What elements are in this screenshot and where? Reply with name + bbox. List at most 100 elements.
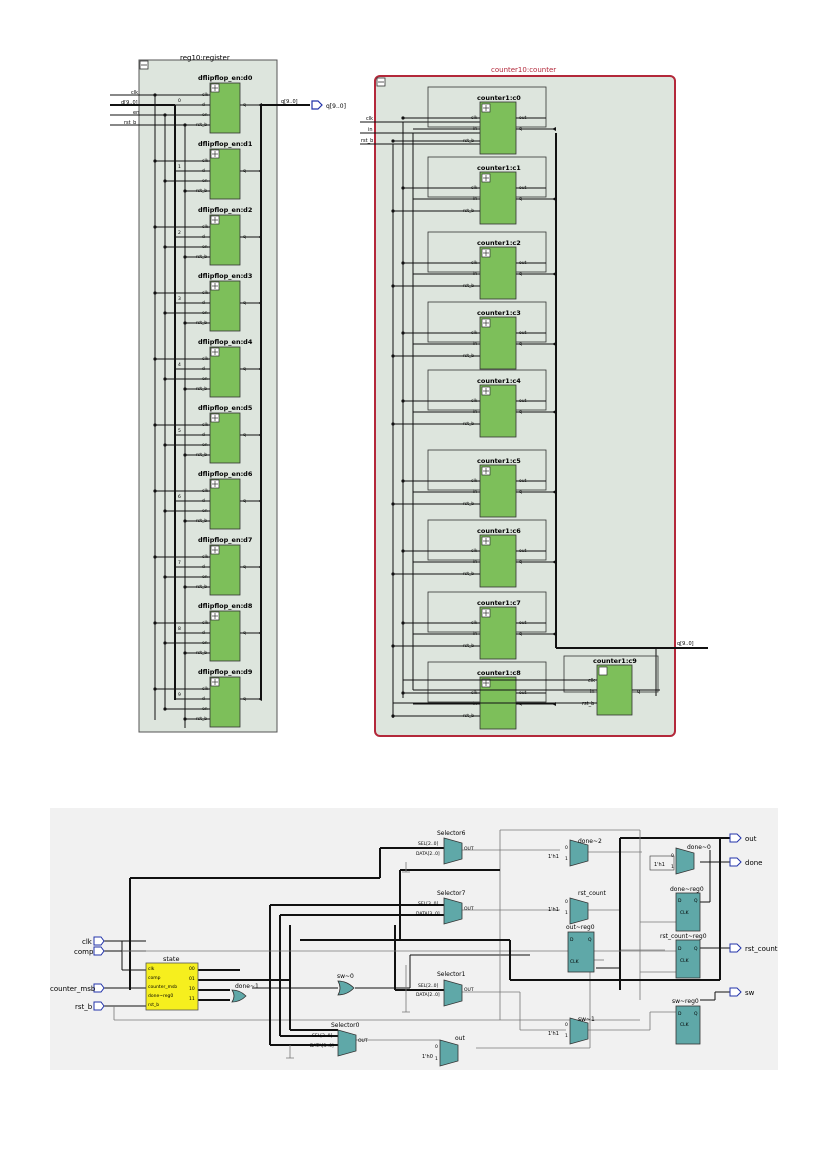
state-port: rst_b — [148, 1002, 159, 1008]
counter-cell-title: counter1:c9 — [593, 657, 637, 665]
counter-cell-c9[interactable]: counter1:c9 clk in rst_b q — [393, 655, 660, 716]
gate-title: done~1 — [235, 983, 259, 990]
fsm-input-ports: clk comp counter_msb rst_b — [50, 936, 105, 1011]
reg-output-label: q[9..0] — [326, 103, 346, 110]
register-cell-title: dflipflop_en:d7 — [198, 536, 252, 544]
reg-port-clk: clk — [131, 90, 138, 96]
reg-pin: CLK — [680, 958, 690, 964]
reg-bus-label: q[9..0] — [281, 99, 298, 105]
register-cell-title: dflipflop_en:d3 — [198, 272, 252, 280]
mux-title: done~2 — [578, 838, 602, 845]
bit-label: 6 — [178, 494, 181, 500]
selector1[interactable]: Selector1 SEL[2..0] DATA[2..0] OUT — [416, 971, 474, 1007]
state-port: done~reg0 — [148, 993, 173, 999]
counter-cell-title: counter1:c3 — [477, 309, 521, 317]
output-sw-label: sw — [745, 989, 755, 997]
fsm-wires — [104, 829, 730, 1059]
selector-title: Selector1 — [437, 971, 466, 978]
state-port: counter_msb — [148, 984, 177, 990]
counter-cell-title: counter1:c4 — [477, 377, 521, 385]
fsm-output-ports: out done rst_count sw — [729, 833, 778, 997]
state-machine-block[interactable]: state clk comp counter_msb done~reg0 rst… — [145, 955, 199, 1011]
gate-title: sw~0 — [337, 973, 354, 980]
counter-frame — [374, 75, 676, 737]
counter-cell-box — [479, 606, 517, 660]
expand-icon[interactable] — [598, 666, 608, 676]
state-port: comp — [148, 976, 161, 981]
selector-port: DATA[3..0] — [310, 1043, 334, 1049]
pin-label: in — [590, 689, 595, 695]
reg-pin: D — [570, 937, 574, 943]
reg-title: rst_count~reg0 — [660, 933, 707, 940]
register-sw-reg0[interactable]: sw~reg0 D Q CLK — [672, 998, 701, 1045]
register-done-reg0[interactable]: done~reg0 D Q CLK — [670, 886, 704, 932]
mux-input-0: 0 — [565, 845, 568, 851]
bit-label: 5 — [178, 428, 181, 434]
mux-input-1: 1 — [435, 1056, 438, 1062]
reg-pin: CLK — [680, 1022, 690, 1028]
selector-port: DATA[2..0] — [416, 851, 440, 857]
input-port-clk-icon — [93, 936, 105, 946]
register-rst-count-reg0[interactable]: rst_count~reg0 D Q CLK — [660, 933, 707, 979]
pin-label: q — [637, 689, 640, 695]
selector0[interactable]: Selector0 SEL[3..0] DATA[3..0] OUT — [310, 1022, 368, 1057]
counter-cells: counter1:c0clkinrst_boutqcounter1:c1clki… — [391, 86, 556, 730]
reg-title: done~reg0 — [670, 886, 704, 893]
mux-const: 1'h1 — [548, 907, 559, 913]
bit-label: 9 — [178, 692, 181, 698]
pin-label: clk — [588, 678, 595, 684]
bit-label: 3 — [178, 296, 181, 302]
register-cell-title: dflipflop_en:d2 — [198, 206, 252, 214]
reg-port-rst: rst_b — [124, 120, 136, 126]
input-port-rst-b-icon — [93, 1001, 105, 1011]
gate-done-1[interactable]: done~1 — [231, 983, 259, 1003]
mux-title: out — [455, 1035, 465, 1042]
selector-port: SEL[2..0] — [418, 983, 439, 989]
mux-done-0[interactable]: done~0 1'h1 0 1 — [649, 844, 711, 875]
mux-out[interactable]: out 1'h0 0 1 — [422, 1035, 465, 1067]
counter-cell-title: counter1:c2 — [477, 239, 521, 247]
reg-pin: Q — [694, 946, 698, 952]
register-out-reg0[interactable]: out~reg0 D Q CLK — [566, 924, 595, 973]
input-counter-msb-label: counter_msb — [50, 985, 96, 993]
counter-port-clk: clk — [366, 116, 373, 122]
bit-label: 1 — [178, 164, 181, 170]
counter-port-in: in — [368, 127, 373, 133]
reg-pin: D — [678, 898, 682, 904]
mux-input-1: 1 — [565, 910, 568, 916]
selector6[interactable]: Selector6 SEL[2..0] DATA[2..0] OUT — [416, 830, 474, 865]
input-port-counter-msb-icon — [93, 983, 105, 993]
mux-rst-count[interactable]: rst_count 1'h1 0 1 — [548, 890, 607, 925]
mux-done-2[interactable]: done~2 1'h1 0 1 — [548, 838, 602, 867]
gate-sw-0[interactable]: sw~0 — [337, 973, 355, 996]
input-comp-label: comp — [74, 948, 94, 956]
selector7[interactable]: Selector7 SEL[3..0] DATA[3..0] OUT — [416, 890, 474, 925]
selector-port: OUT — [464, 987, 474, 993]
register-cell-title: dflipflop_en:d5 — [198, 404, 253, 412]
state-out: 10 — [189, 986, 195, 992]
register-cell-title: dflipflop_en:d1 — [198, 140, 253, 148]
mux-input-1: 1 — [565, 1033, 568, 1039]
output-port-out-icon — [729, 833, 742, 843]
mux-input-1: 1 — [565, 856, 568, 862]
bit-label: 4 — [178, 362, 181, 368]
mux-sw-1[interactable]: sw~1 1'h1 0 1 — [548, 1016, 595, 1045]
